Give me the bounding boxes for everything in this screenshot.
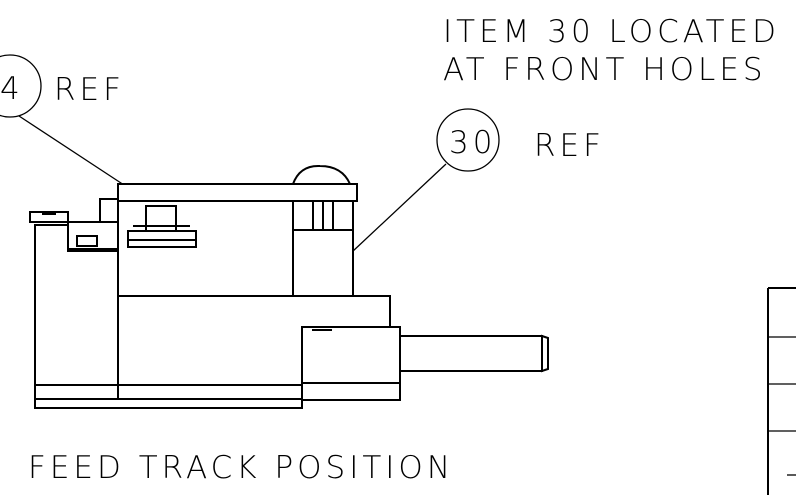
view-title: FEED TRACK POSITION xyxy=(28,450,454,486)
clamp-block xyxy=(145,205,177,232)
left-tab xyxy=(29,211,69,223)
balloon-30-number: 30 xyxy=(449,125,496,161)
balloon-30-circle xyxy=(436,108,500,172)
balloon-4: 4 REF xyxy=(0,54,125,186)
balloon-4-circle xyxy=(0,54,42,118)
shaft xyxy=(399,335,543,372)
leader-line-4 xyxy=(18,115,125,186)
item-30-post xyxy=(292,200,354,297)
top-cover-plate xyxy=(117,183,358,202)
title-block-fragment xyxy=(767,287,796,495)
leader-line-30 xyxy=(351,163,447,253)
balloon-30: 30 REF xyxy=(351,108,605,253)
balloon-4-number: 4 xyxy=(0,71,24,107)
left-inner-slot xyxy=(76,235,98,247)
balloon-30-ref: REF xyxy=(534,128,605,164)
front-block xyxy=(301,326,401,401)
top-knob xyxy=(291,164,352,185)
base-bottom-plate xyxy=(34,398,303,409)
note-line-2: AT FRONT HOLES xyxy=(443,52,767,88)
balloon-4-ref: REF xyxy=(54,72,125,108)
note-line-1: ITEM 30 LOCATED xyxy=(443,14,780,50)
feed-track-assembly xyxy=(29,164,549,409)
